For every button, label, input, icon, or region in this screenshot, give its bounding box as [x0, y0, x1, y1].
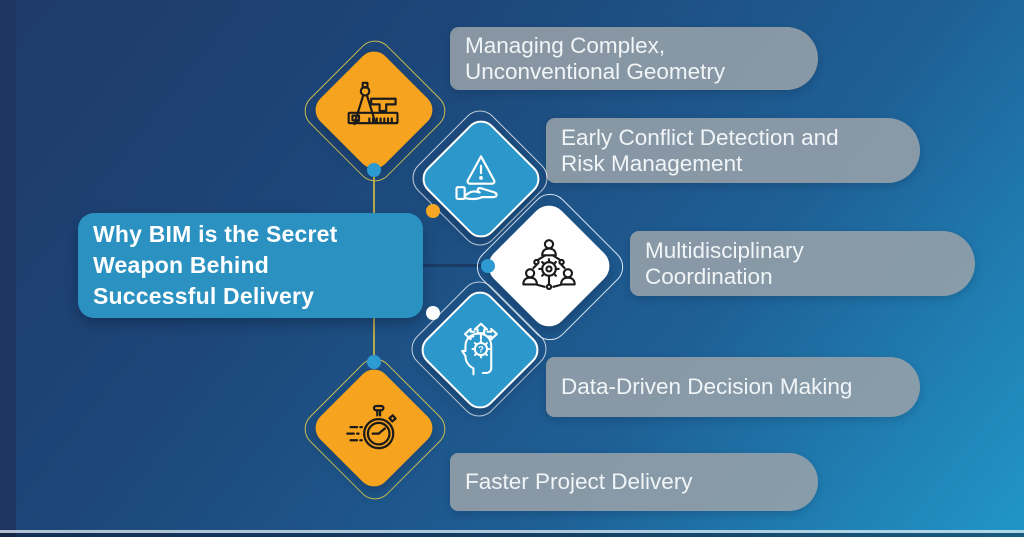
team-gear-icon — [522, 239, 576, 291]
left-edge-strip — [0, 0, 16, 537]
label-pill-coordination: Multidisciplinary Coordination — [630, 231, 975, 296]
diamond-speed — [308, 362, 440, 494]
connector-dot-speed — [367, 355, 381, 369]
label-text-data: Data-Driven Decision Making — [561, 374, 853, 399]
connector-dot-coordination — [481, 259, 495, 273]
drafting-compass-icon — [347, 81, 399, 126]
label-text-conflict: Early Conflict Detection and Risk Manage… — [561, 124, 839, 176]
label-pill-data: Data-Driven Decision Making — [546, 357, 920, 417]
label-text-speed: Faster Project Delivery — [465, 469, 693, 494]
bottom-accent-line — [0, 530, 1024, 533]
diamond-data: ? — [414, 284, 546, 416]
decision-head-icon: ? — [461, 322, 498, 376]
label-text-coordination: Multidisciplinary Coordination — [645, 237, 804, 289]
svg-text:?: ? — [478, 345, 484, 355]
connector-dot-conflict — [426, 204, 440, 218]
stopwatch-icon — [346, 404, 397, 450]
title-card: Why BIM is the Secret Weapon Behind Succ… — [78, 213, 423, 318]
page-title: Why BIM is the Secret Weapon Behind Succ… — [93, 221, 338, 309]
diamond-conflict — [415, 113, 547, 245]
label-text-geometry: Managing Complex, Unconventional Geometr… — [465, 32, 726, 84]
diamond-coordination — [481, 198, 617, 334]
bottom-edge-shade — [0, 533, 1024, 537]
connector-dot-geometry — [367, 163, 381, 177]
label-pill-speed: Faster Project Delivery — [450, 453, 818, 511]
connector-dot-data — [426, 306, 440, 320]
label-pill-geometry: Managing Complex, Unconventional Geometr… — [450, 27, 818, 90]
diamond-geometry — [308, 44, 440, 176]
label-pill-conflict: Early Conflict Detection and Risk Manage… — [546, 118, 920, 183]
hand-warning-icon — [455, 155, 498, 201]
horizontal-connector-line — [420, 264, 486, 267]
